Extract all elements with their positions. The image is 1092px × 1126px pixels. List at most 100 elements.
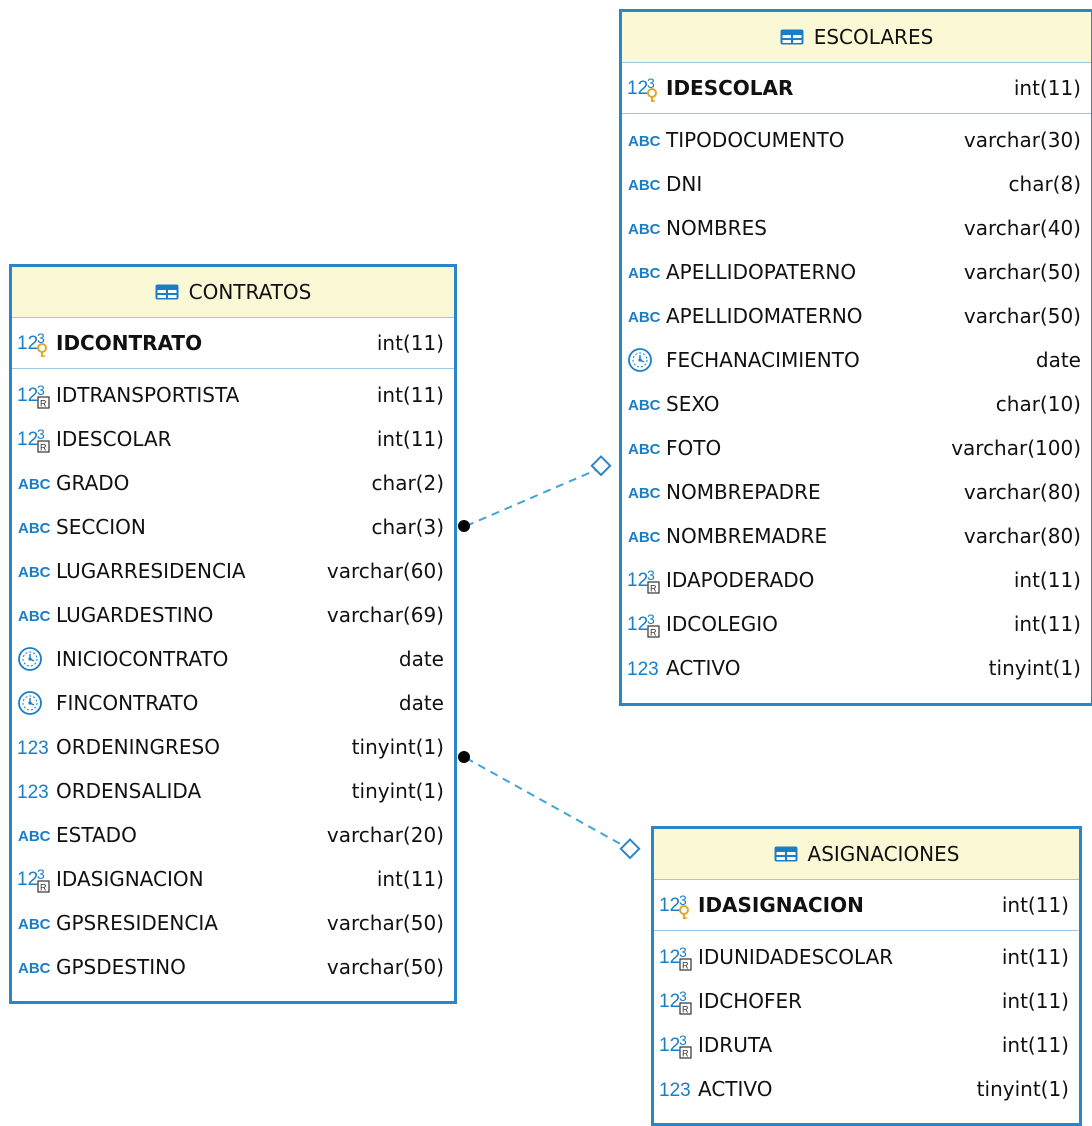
column-type: int(11) bbox=[1013, 568, 1081, 592]
numeric-type-icon: 123 bbox=[659, 1080, 691, 1101]
svg-text:ABC: ABC bbox=[628, 133, 661, 150]
column-name: LUGARRESIDENCIA bbox=[56, 559, 246, 583]
foreign-key-numeric-icon: 12 3 R bbox=[627, 611, 660, 638]
column-name: SECCION bbox=[56, 515, 146, 539]
svg-text:3: 3 bbox=[647, 567, 655, 583]
column-name: IDESCOLAR bbox=[666, 76, 794, 100]
svg-text:R: R bbox=[682, 961, 689, 971]
svg-text:ABC: ABC bbox=[18, 960, 51, 977]
column-type: date bbox=[398, 691, 444, 715]
foreign-key-numeric-icon: 12 3 R bbox=[627, 567, 660, 594]
column-type: char(8) bbox=[1008, 172, 1081, 196]
column-type: tinyint(1) bbox=[976, 1077, 1069, 1101]
column-name: ESTADO bbox=[56, 823, 137, 847]
column-type: varchar(80) bbox=[963, 480, 1081, 504]
entity-header: CONTRATOS bbox=[12, 267, 454, 318]
column-type: varchar(20) bbox=[326, 823, 444, 847]
svg-text:12: 12 bbox=[659, 991, 680, 1012]
svg-text:3: 3 bbox=[37, 426, 45, 442]
relation-contratos-asignaciones[interactable] bbox=[458, 751, 641, 860]
primary-key-row[interactable]: 12 3 IDCONTRATO int(11) bbox=[12, 318, 454, 369]
entity-asignaciones[interactable]: ASIGNACIONES 12 3 IDASIGNACION int(11) 1… bbox=[651, 826, 1082, 1126]
column-name: GPSDESTINO bbox=[56, 955, 186, 979]
svg-text:12: 12 bbox=[659, 1035, 680, 1056]
column-row[interactable]: ABC ESTADO varchar(20) bbox=[12, 813, 454, 857]
column-name: IDTRANSPORTISTA bbox=[56, 383, 240, 407]
column-type: varchar(40) bbox=[963, 216, 1081, 240]
column-name: LUGARDESTINO bbox=[56, 603, 214, 627]
text-type-icon: ABC bbox=[18, 520, 51, 537]
primary-key-row[interactable]: 12 3 IDESCOLAR int(11) bbox=[622, 63, 1091, 114]
svg-text:ABC: ABC bbox=[628, 397, 661, 414]
text-type-icon: ABC bbox=[18, 828, 51, 845]
column-type: date bbox=[1035, 348, 1081, 372]
svg-text:ABC: ABC bbox=[18, 608, 51, 625]
svg-text:R: R bbox=[650, 628, 657, 638]
svg-text:3: 3 bbox=[647, 611, 655, 627]
column-type: int(11) bbox=[1013, 612, 1081, 636]
primary-key-row[interactable]: 12 3 IDASIGNACION int(11) bbox=[654, 880, 1079, 931]
svg-text:12: 12 bbox=[659, 895, 680, 916]
svg-text:R: R bbox=[40, 883, 47, 893]
column-type: int(11) bbox=[1001, 1033, 1069, 1057]
text-type-icon: ABC bbox=[628, 221, 661, 238]
column-name: GRADO bbox=[56, 471, 130, 495]
svg-text:12: 12 bbox=[17, 385, 38, 406]
column-type: int(11) bbox=[1001, 945, 1069, 969]
table-icon bbox=[780, 29, 804, 45]
column-name: APELLIDOMATERNO bbox=[666, 304, 863, 328]
foreign-key-numeric-icon: 12 3 R bbox=[659, 1032, 692, 1059]
foreign-key-numeric-icon: 12 3 R bbox=[17, 866, 50, 893]
primary-key-icon: 12 3 bbox=[659, 892, 689, 919]
column-type: int(11) bbox=[376, 867, 444, 891]
relation-contratos-escolares[interactable] bbox=[458, 455, 612, 532]
svg-text:12: 12 bbox=[659, 947, 680, 968]
svg-text:3: 3 bbox=[37, 382, 45, 398]
column-name: IDCHOFER bbox=[698, 989, 803, 1013]
column-type: char(10) bbox=[995, 392, 1081, 416]
table-icon bbox=[774, 846, 798, 862]
column-name: IDASIGNACION bbox=[56, 867, 204, 891]
svg-text:ABC: ABC bbox=[628, 309, 661, 326]
entity-contratos[interactable]: CONTRATOS 12 3 IDCONTRATO int(11) 12 3 R… bbox=[9, 264, 457, 1004]
column-type: varchar(80) bbox=[963, 524, 1081, 548]
text-type-icon: ABC bbox=[18, 960, 51, 977]
svg-text:ABC: ABC bbox=[628, 265, 661, 282]
column-name: ORDENINGRESO bbox=[56, 735, 220, 759]
numeric-type-icon: 123 bbox=[17, 738, 49, 759]
column-name: NOMBREPADRE bbox=[666, 480, 821, 504]
column-type: varchar(30) bbox=[963, 128, 1081, 152]
foreign-key-numeric-icon: 12 3 R bbox=[17, 426, 50, 453]
